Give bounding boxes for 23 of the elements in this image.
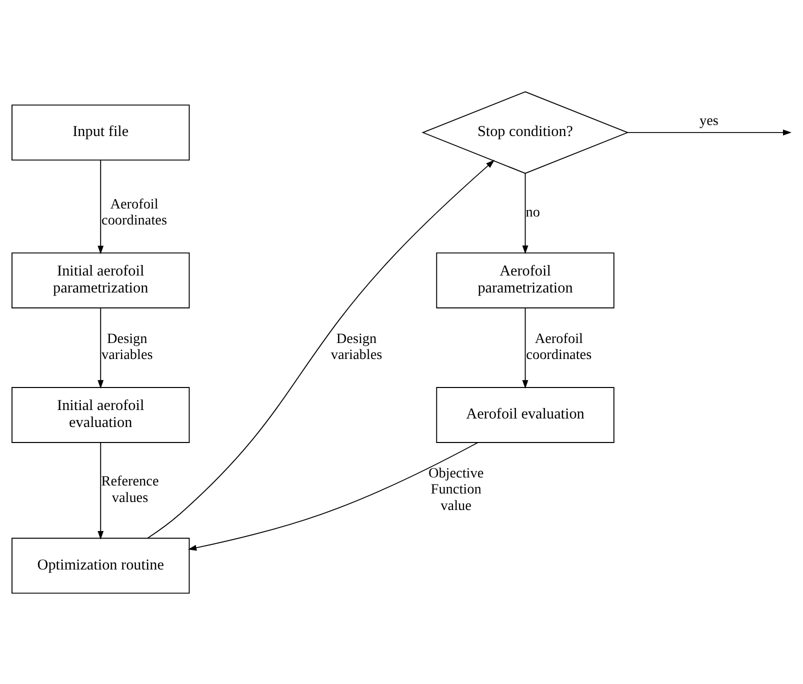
edge-label: Objective Function value bbox=[428, 465, 484, 514]
node-diamond: Stop condition? bbox=[422, 90, 629, 174]
node-box: Input file bbox=[12, 104, 190, 160]
edge-label: Design variables bbox=[102, 330, 153, 363]
node-box: Initial aerofoil parametrization bbox=[12, 252, 190, 308]
edge-label: yes bbox=[700, 112, 718, 128]
node-box: Optimization routine bbox=[12, 537, 190, 594]
edge-label: Reference values bbox=[101, 473, 159, 506]
arrow bbox=[627, 129, 792, 136]
edge-label: Aerofoil coordinates bbox=[526, 330, 592, 363]
edge-label: no bbox=[526, 204, 540, 220]
node-box: Aerofoil parametrization bbox=[436, 252, 614, 308]
arrow bbox=[98, 307, 104, 388]
node-box: Aerofoil evaluation bbox=[436, 386, 614, 442]
node-box: Initial aerofoil evaluation bbox=[12, 386, 190, 442]
arrow bbox=[98, 442, 104, 540]
edge-label: Design variables bbox=[330, 330, 382, 363]
arrow bbox=[522, 172, 528, 254]
edge-label: Aerofoil coordinates bbox=[102, 196, 168, 228]
arrow bbox=[188, 442, 478, 550]
arrow bbox=[147, 159, 495, 538]
arrow bbox=[98, 159, 104, 254]
arrow bbox=[522, 307, 528, 388]
